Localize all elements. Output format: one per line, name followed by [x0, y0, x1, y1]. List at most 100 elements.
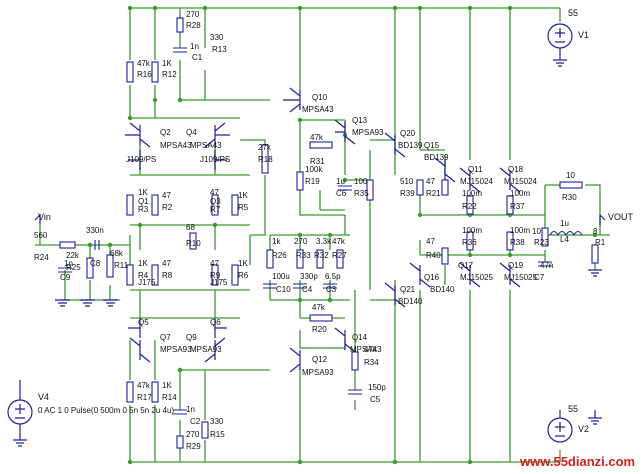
transistor-ref: Q3	[210, 197, 221, 206]
resistor-icon	[309, 314, 333, 322]
resistor-icon	[126, 194, 134, 216]
resistor-icon	[151, 264, 159, 286]
capacitor-ref: C10	[276, 285, 291, 294]
wires	[35, 7, 610, 463]
resistor-icon	[336, 249, 344, 269]
component-labels: 270 R28 330 R13 1n C1 47k R16 1K R12 Q10…	[34, 10, 606, 451]
resistor-icon	[151, 194, 159, 216]
junction-dot	[327, 232, 333, 238]
ground-icon	[55, 299, 70, 307]
output-filter-wire	[544, 184, 610, 270]
vas-lower-wire	[299, 300, 346, 462]
ground-icon	[80, 299, 95, 307]
resistor-value: 22k	[66, 251, 80, 260]
resistor-value: 100m	[462, 226, 482, 235]
transistor-icon	[334, 327, 356, 353]
capacitor-icon	[538, 261, 552, 267]
resistor-ref: R28	[186, 21, 201, 30]
junction-dot	[297, 232, 303, 238]
transistor-ref: Q4	[186, 128, 197, 137]
resistor-icon	[466, 195, 474, 215]
capacitor-icon	[338, 185, 352, 191]
resistor-icon	[126, 381, 134, 403]
resistor-ref: R13	[212, 45, 227, 54]
resistor-value: 1K	[138, 188, 148, 197]
resistor-icon	[211, 194, 219, 216]
junction-dot	[107, 242, 113, 248]
junction-dot	[327, 297, 333, 303]
io-labels: Vin VOUT	[34, 212, 634, 225]
voltage-source-icon	[553, 28, 567, 67]
driver-lower-wire	[370, 265, 446, 462]
junction-dot	[592, 232, 598, 238]
transistor-icon	[459, 167, 481, 193]
transistor-icon	[409, 262, 431, 288]
transistor-ref: Q6	[210, 318, 221, 327]
junction-dot	[137, 222, 143, 228]
transistor-ref: Q2	[160, 128, 171, 137]
resistor-ref: R22	[462, 202, 477, 211]
capacitor-ref: C1	[192, 53, 203, 62]
vin-flag-icon	[34, 213, 41, 225]
junction-dot	[297, 459, 303, 465]
transistor-type: BD139	[398, 141, 423, 150]
resistor-value: 47	[426, 177, 435, 186]
resistor-ref: R11	[114, 261, 129, 270]
resistor-icon	[316, 249, 324, 269]
capacitor-ref: C8	[90, 259, 101, 268]
left-upper-wire	[129, 8, 156, 118]
r28-column-wire	[179, 8, 270, 101]
r35-bias-wire	[319, 135, 371, 290]
resistor-icon	[266, 249, 274, 269]
resistor-icon	[126, 264, 134, 286]
capacitor-bodies	[58, 47, 583, 415]
transistor-ref: Q18	[508, 165, 524, 174]
junction-dot	[127, 5, 133, 11]
junction-dot	[152, 5, 158, 11]
capacitor-value: 330n	[86, 226, 104, 235]
transistor-icon	[434, 157, 456, 183]
resistor-value: 1K	[238, 259, 248, 268]
resistor-ref: R9	[210, 271, 221, 280]
r29-column-wire	[179, 369, 270, 462]
junction-dot	[467, 459, 473, 465]
transistor-icon	[384, 282, 406, 308]
vout-flag-icon	[599, 214, 606, 225]
transistor-type: BD140	[430, 285, 455, 294]
resistor-ref: R39	[400, 189, 415, 198]
transistor-ref: Q21	[400, 285, 416, 294]
resistor-icon	[466, 231, 474, 251]
resistor-value: 330	[210, 33, 224, 42]
transistor-symbols	[125, 87, 521, 373]
resistor-icon	[309, 141, 333, 149]
feedback-wire	[300, 290, 356, 410]
left-lower-wire	[129, 340, 156, 462]
watermark-text: www.55dianzi.com	[519, 454, 635, 469]
transistor-type: MJ15024	[504, 177, 537, 186]
resistor-ref: R30	[562, 193, 577, 202]
capacitor-value: 100u	[272, 272, 290, 281]
transistor-icon	[459, 262, 481, 288]
ground-icon	[588, 269, 602, 277]
resistor-ref: R36	[462, 238, 477, 247]
transistor-ref: Q20	[400, 129, 416, 138]
transistor-ref: Q9	[186, 333, 197, 342]
junction-dot	[177, 97, 183, 103]
transistor-type: MPSA93	[160, 345, 192, 354]
resistor-value: 3.3k	[316, 237, 332, 246]
transistor-type: J109/PS	[200, 155, 230, 164]
capacitor-icon	[173, 409, 187, 415]
resistor-value: 27k	[258, 143, 272, 152]
capacitor-ref: C6	[336, 189, 347, 198]
transistor-icon	[289, 347, 301, 373]
transistor-icon	[499, 262, 521, 288]
capacitor-ref: C2	[190, 417, 201, 426]
resistor-value: 100m	[510, 189, 530, 198]
source-ref-label: V1	[578, 30, 589, 40]
capacitor-icon	[323, 283, 337, 289]
transistor-icon	[129, 337, 151, 363]
junction-dot	[392, 5, 398, 11]
source-v1: 55 V1	[547, 8, 589, 67]
